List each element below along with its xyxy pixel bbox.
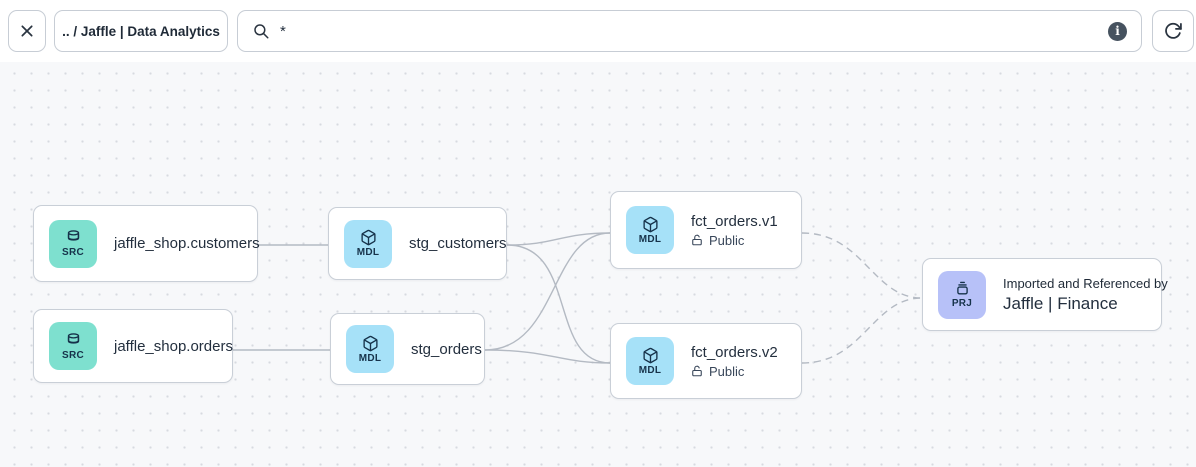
search-icon [252, 22, 270, 40]
node-fct-orders-v1[interactable]: MDL fct_orders.v1 Public [610, 191, 802, 269]
node-title: jaffle_shop.customers [114, 235, 260, 252]
refresh-icon [1163, 21, 1183, 41]
search-input[interactable] [280, 11, 1108, 51]
node-jaffle-shop-customers[interactable]: SRC jaffle_shop.customers [33, 205, 260, 282]
edge-stgcustomers-v1 [506, 232, 611, 246]
badge-label: SRC [61, 247, 84, 258]
badge-label: SRC [61, 349, 84, 361]
project-title: Jaffle | Finance [1003, 293, 1118, 313]
close-icon [19, 23, 35, 39]
project-badge: PRJ [938, 270, 986, 319]
unlock-icon [691, 234, 703, 246]
breadcrumb[interactable]: .. / Jaffle | Data Analytics [54, 10, 228, 52]
package-icon [360, 229, 377, 246]
unlock-icon [691, 365, 703, 377]
badge-label: PRJ [951, 298, 973, 309]
project-subtitle: Imported and Referenced by [1003, 275, 1168, 291]
badge-label: MDL [638, 364, 662, 376]
model-badge: MDL [626, 206, 674, 254]
node-title: stg_customers [409, 235, 507, 252]
model-badge: MDL [346, 325, 394, 373]
badge-label: MDL [358, 352, 382, 364]
node-jaffle-shop-orders[interactable]: SRC jaffle_shop.orders [33, 309, 233, 383]
node-stg-orders[interactable]: MDL stg_orders [330, 313, 485, 385]
lineage-edges [233, 232, 923, 364]
source-badge: SRC [49, 322, 97, 370]
node-title: fct_orders.v2 [691, 343, 778, 361]
access-row: Public [691, 364, 778, 379]
close-button[interactable] [8, 10, 46, 52]
edge-stgcustomers-v2 [506, 244, 611, 364]
edge-stgorders-v1 [484, 232, 611, 351]
model-badge: MDL [626, 337, 674, 385]
edge-v1-project [801, 232, 923, 299]
node-fct-orders-v2[interactable]: MDL fct_orders.v2 Public [610, 323, 802, 399]
lineage-canvas[interactable]: SRC jaffle_shop.customers SRC jaffle_sho… [0, 62, 1196, 467]
package-icon [362, 335, 379, 352]
package-icon [642, 216, 659, 233]
model-badge: MDL [344, 219, 392, 268]
badge-label: MDL [356, 247, 380, 258]
node-title: stg_orders [411, 340, 482, 358]
access-label: Public [709, 363, 745, 379]
package-icon [642, 347, 659, 364]
database-icon [65, 229, 82, 246]
breadcrumb-label: .. / Jaffle | Data Analytics [62, 23, 220, 39]
node-title: jaffle_shop.orders [114, 337, 233, 355]
access-row: Public [691, 233, 778, 248]
access-label: Public [709, 232, 745, 248]
node-jaffle-finance-project[interactable]: PRJ Imported and Referenced by Jaffle | … [922, 258, 1168, 331]
info-icon[interactable]: i [1108, 21, 1127, 41]
search-bar[interactable]: i [237, 10, 1142, 52]
source-badge: SRC [49, 219, 97, 268]
toolbar: .. / Jaffle | Data Analytics i [0, 0, 1196, 62]
archive-icon [954, 280, 971, 297]
edge-v2-project [801, 297, 923, 364]
refresh-button[interactable] [1152, 10, 1194, 52]
edge-stgorders-v2 [484, 349, 611, 364]
badge-label: MDL [638, 233, 662, 245]
node-stg-customers[interactable]: MDL stg_customers [328, 207, 507, 280]
node-title: fct_orders.v1 [691, 212, 778, 230]
database-icon [65, 332, 82, 349]
